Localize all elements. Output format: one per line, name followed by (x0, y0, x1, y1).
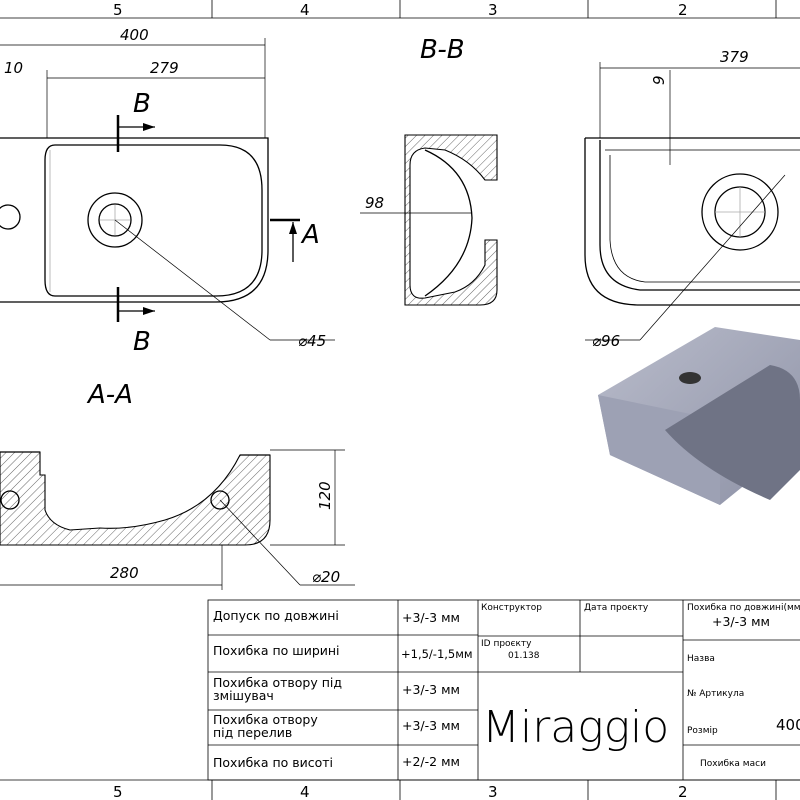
tolerance-label: Похибка отвору під змішувач (213, 676, 342, 703)
zone-label: 5 (113, 1, 123, 19)
section-aa-title: A-A (86, 380, 133, 410)
tolerance-value: +3/-3 мм (402, 718, 460, 733)
cut-label-b-bottom: B (133, 327, 151, 357)
project-id: 01.138 (508, 651, 540, 661)
tolerance-label-box: Похибка отвору під перелив (213, 713, 318, 740)
zone-label: 4 (300, 783, 310, 800)
frame-top: 5 4 3 2 (0, 0, 800, 19)
zone-label: 2 (678, 1, 688, 19)
section-bb: B-B 98 (360, 35, 498, 306)
tolerance-label-box: Похибка отвору під змішувач (213, 676, 342, 703)
dim-120: 120 (316, 481, 334, 510)
name-label: Назва (687, 654, 715, 664)
title-block: Допуск по довжині +3/-3 мм Похибка по ши… (207, 599, 800, 781)
dim-279: 279 (150, 59, 179, 77)
dim-400: 400 (120, 26, 149, 44)
size-value: 400 (776, 716, 800, 734)
top-view: 400 10 279 B B A ⌀45 (0, 26, 335, 357)
zone-label: 5 (113, 783, 123, 800)
dim-9: 9 (650, 75, 668, 85)
tolerance-value: +3/-3 мм (402, 610, 460, 625)
cut-label-b-top: B (133, 89, 151, 119)
tolerance-label: Похибка по ширині (213, 643, 340, 658)
dim-379: 379 (720, 48, 749, 66)
length-tolerance-value: +3/-3 мм (712, 614, 770, 629)
cut-label-a: A (300, 220, 320, 250)
side-view: 379 9 ⌀96 (584, 48, 800, 350)
dim-overflow-20: ⌀20 (312, 568, 340, 586)
tolerance-label: Похибка по висоті (213, 755, 333, 770)
tolerance-label: Похибка отвору під перелив (213, 713, 318, 740)
zone-label: 3 (488, 1, 498, 19)
sink-3d-render (598, 327, 800, 505)
article-label: № Артикула (687, 689, 744, 699)
dim-10: 10 (4, 59, 23, 77)
tolerance-label: Допуск по довжині (213, 608, 339, 623)
designer-label: Конструктор (481, 603, 542, 613)
mass-tolerance-label: Похибка маси (700, 759, 766, 769)
date-label: Дата проєкту (584, 603, 649, 613)
zone-label: 4 (300, 1, 310, 19)
project-id-label: ID проєкту (481, 639, 532, 649)
zone-label: 2 (678, 783, 688, 800)
miraggio-logo: Miraggio (482, 702, 669, 753)
tolerance-value: +1,5/-1,5мм (401, 647, 473, 661)
dim-98: 98 (365, 194, 384, 212)
section-aa: A-A 120 280 ⌀20 (0, 380, 355, 590)
zone-label: 3 (488, 783, 498, 800)
tolerance-value: +3/-3 мм (402, 682, 460, 697)
size-label: Розмір (687, 726, 718, 736)
length-tolerance-label: Похибка по довжині(мм) (687, 603, 800, 613)
dim-hole-45: ⌀45 (298, 332, 326, 350)
dim-hole-96: ⌀96 (592, 332, 620, 350)
dim-280: 280 (110, 564, 139, 582)
frame-bottom: 5 4 3 2 (0, 779, 800, 800)
section-bb-title: B-B (420, 35, 465, 65)
tolerance-value: +2/-2 мм (402, 754, 460, 769)
